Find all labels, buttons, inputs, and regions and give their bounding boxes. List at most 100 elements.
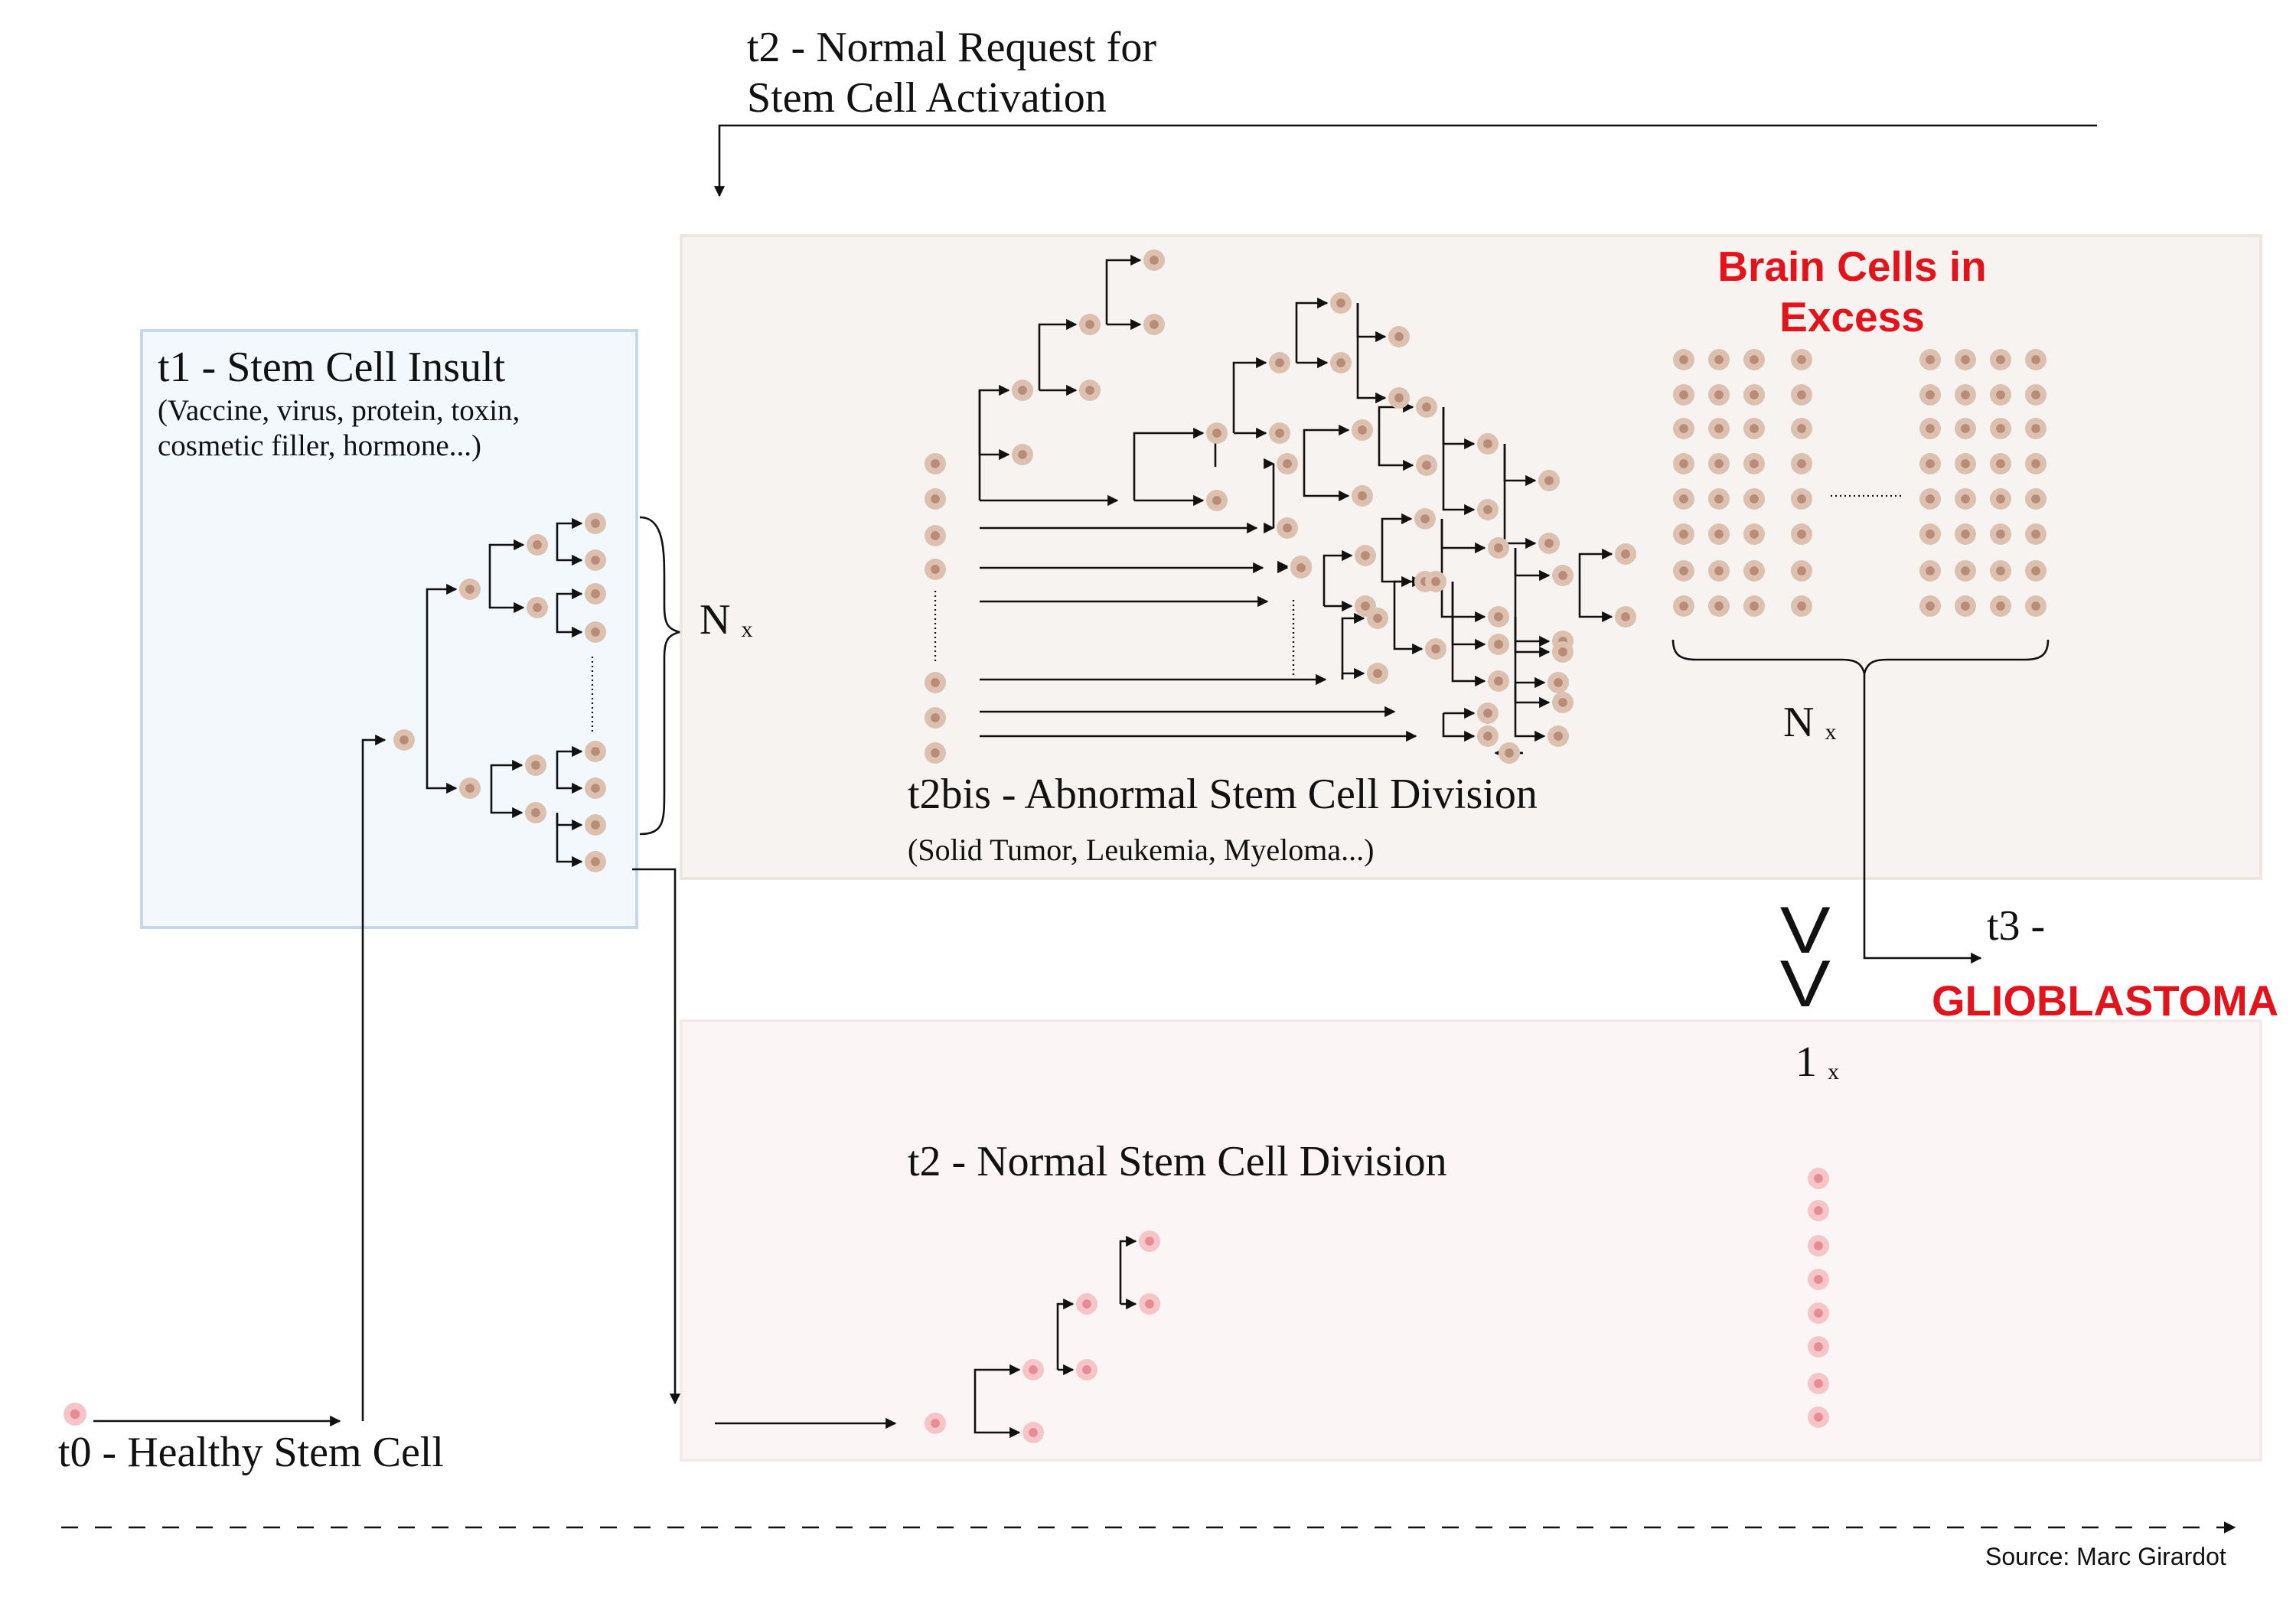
cell-icon [585, 814, 606, 836]
cell-nucleus [1150, 320, 1159, 329]
cell-icon [925, 707, 946, 729]
cell-nucleus [2031, 355, 2040, 364]
division-arrow [974, 1364, 1021, 1423]
glioblastoma-label: GLIOBLASTOMA [1932, 976, 2279, 1025]
division-arrow [978, 384, 1010, 435]
division-arrow [1356, 303, 1387, 404]
cell-nucleus [1797, 494, 1806, 504]
cell-icon [585, 621, 606, 643]
t2-normal-division-title: t2 - Normal Stem Cell Division [908, 1138, 1447, 1185]
cell-nucleus [1431, 577, 1440, 586]
t2bis-title: t2bis - Abnormal Stem Cell Division [908, 771, 1538, 818]
cell-icon [1808, 1336, 1829, 1358]
cell-icon [1990, 560, 2011, 582]
cell-icon [1808, 1407, 1829, 1428]
cell-nucleus [1926, 530, 1935, 539]
cell-icon [925, 672, 946, 693]
cell-nucleus [1679, 390, 1688, 399]
comparison-greater-symbol-2: V [1779, 947, 1831, 1021]
division-arrow [556, 517, 583, 545]
cell-icon [1388, 326, 1410, 347]
cell-nucleus [1283, 459, 1292, 468]
cell-icon [1290, 557, 1312, 579]
cell-icon [1673, 595, 1694, 617]
t0-label: t0 - Healthy Stem Cell [58, 1429, 444, 1476]
one-x-suffix: x [1828, 1059, 1839, 1084]
cell-icon [1552, 565, 1574, 586]
division-arrow [1232, 357, 1267, 433]
cell-nucleus [1145, 1299, 1154, 1309]
cell-icon [925, 453, 946, 474]
cell-nucleus [1961, 459, 1970, 468]
cell-nucleus [1621, 612, 1630, 621]
cell-icon [1488, 606, 1509, 627]
cell-icon [1791, 595, 1812, 617]
cell-icon [1955, 523, 1976, 545]
division-arrow [556, 745, 583, 765]
cell-icon [1022, 1422, 1044, 1443]
cell-icon [1615, 543, 1636, 565]
division-arrow [1503, 444, 1537, 549]
cell-icon [1425, 571, 1446, 592]
cell-nucleus [1926, 390, 1935, 399]
cell-icon [525, 755, 546, 776]
cell-icon [1488, 634, 1509, 655]
cell-icon [1791, 453, 1812, 474]
cell-nucleus [1961, 355, 1970, 364]
cell-icon [925, 742, 946, 764]
cell-nucleus [1544, 476, 1554, 485]
cell-nucleus [1750, 424, 1759, 433]
cell-icon [1808, 1269, 1829, 1290]
division-arrow [974, 1423, 1021, 1439]
t1-subtitle: (Vaccine, virus, protein, toxin, cosmeti… [158, 394, 520, 462]
cell-icon [527, 534, 548, 556]
cell-nucleus [1750, 355, 1759, 364]
cell-icon [1143, 314, 1165, 335]
cell-nucleus [531, 808, 540, 817]
cell-nucleus [1558, 571, 1567, 580]
cell-icon [1919, 384, 1941, 406]
cell-nucleus [2031, 459, 2040, 468]
cell-icon [1425, 638, 1446, 660]
cell-nucleus [1422, 403, 1431, 412]
cell-icon [1708, 595, 1730, 617]
division-arrow [1503, 444, 1537, 487]
division-arrow [490, 759, 523, 788]
n-x-right-value: N [1783, 699, 1815, 746]
division-arrow [1381, 556, 1413, 588]
cell-icon [2025, 595, 2047, 617]
cell-icon [585, 549, 606, 571]
cell-nucleus [1714, 355, 1724, 364]
cell-nucleus [1420, 514, 1430, 523]
cell-nucleus [2031, 424, 2040, 433]
cell-nucleus [1996, 494, 2005, 504]
cell-icon [2025, 418, 2047, 439]
brain-cells-excess-line2: Excess [1779, 293, 1925, 341]
cell-icon [1499, 742, 1520, 764]
cell-nucleus [931, 748, 940, 758]
cell-nucleus [1714, 566, 1724, 575]
cell-icon [393, 729, 415, 751]
cell-nucleus [1814, 1309, 1823, 1318]
cell-icon [1990, 523, 2011, 545]
cell-nucleus [1275, 429, 1284, 438]
cell-icon [1743, 595, 1765, 617]
division-arrow [556, 813, 583, 831]
cell-icon [2025, 523, 2047, 545]
t2-request-label-line1: t2 - Normal Request for [747, 24, 1156, 71]
cell-icon [1416, 455, 1437, 476]
cell-icon [1708, 453, 1730, 474]
division-arrow [1133, 427, 1205, 500]
division-arrow [490, 788, 523, 819]
cell-icon [1808, 1168, 1829, 1189]
cell-icon [525, 802, 546, 823]
cell-icon [1919, 595, 1941, 617]
division-arrow [1514, 617, 1551, 658]
cell-icon [1352, 419, 1373, 441]
cell-icon [1955, 384, 1976, 406]
cell-icon [1488, 537, 1509, 559]
cell-icon [925, 525, 946, 546]
cell-icon [1139, 1293, 1160, 1315]
cell-nucleus [591, 857, 600, 866]
